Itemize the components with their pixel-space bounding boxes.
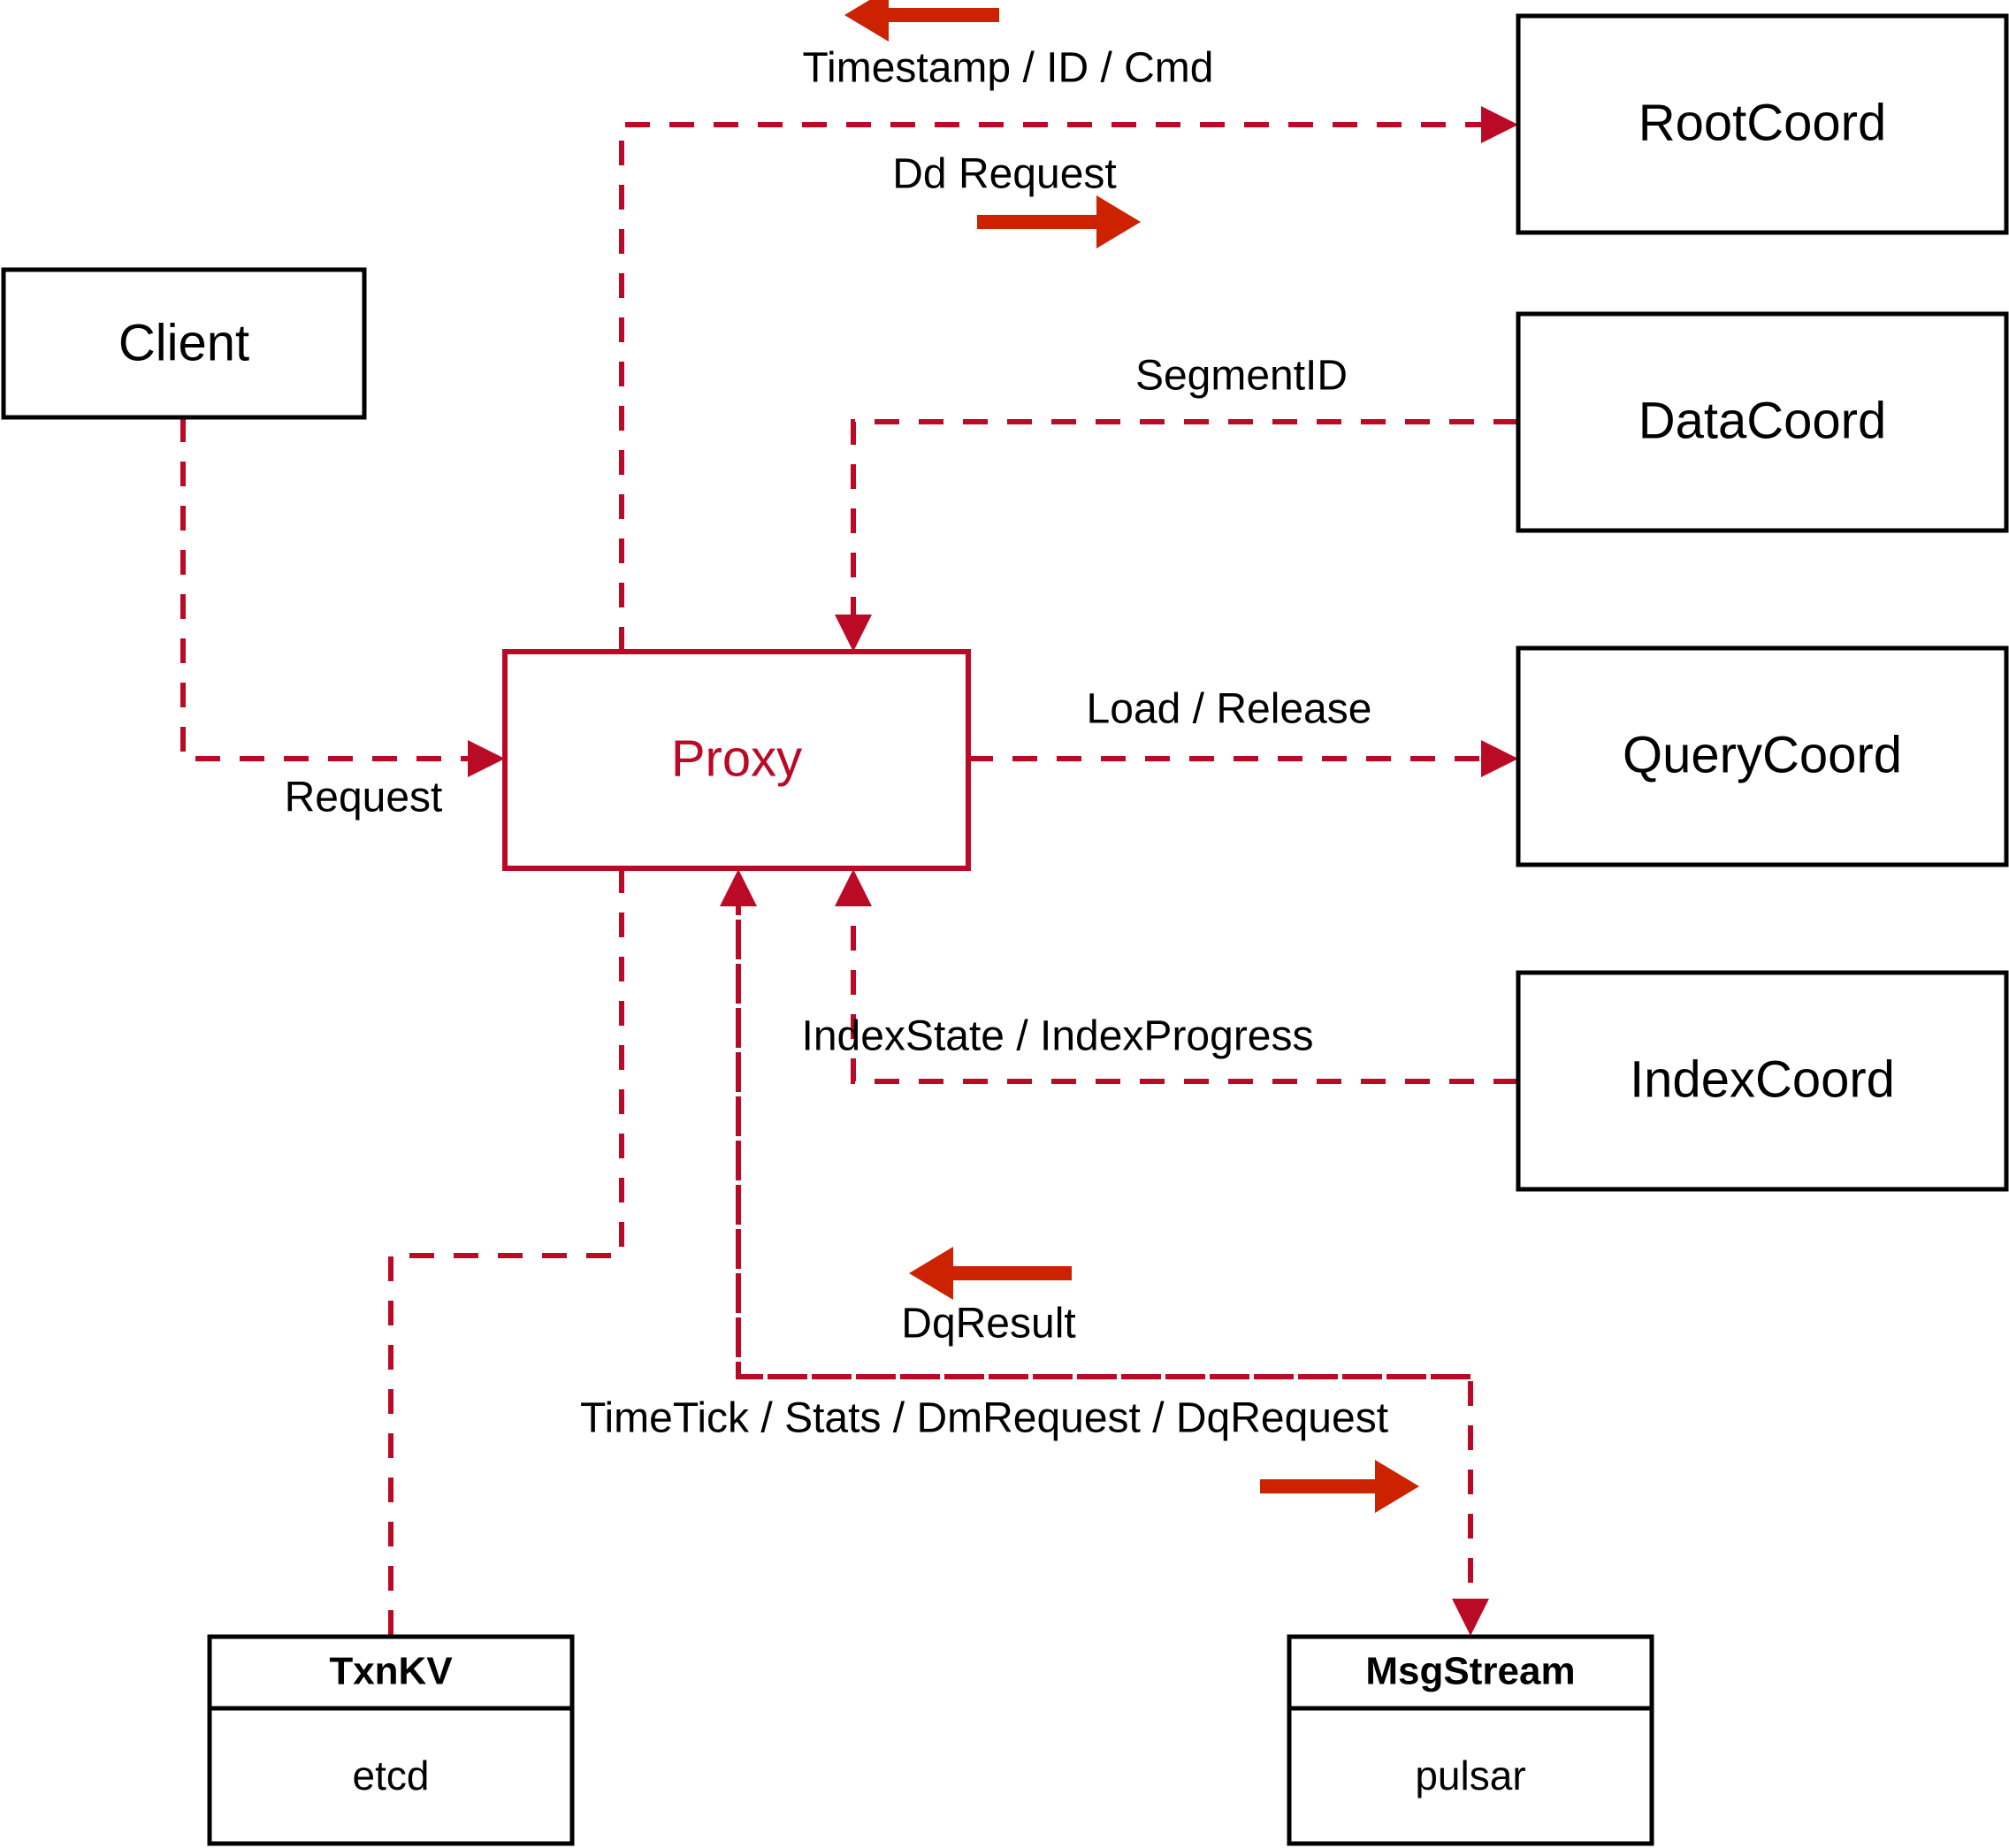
node-proxy[interactable]: Proxy [502, 649, 971, 871]
node-txnkv[interactable]: TxnKV etcd [207, 1634, 575, 1846]
node-datacoord[interactable]: DataCoord [1516, 311, 2009, 533]
edge-label-load-release: Load / Release [1087, 686, 1372, 733]
edge-label-segment-id: SegmentID [1135, 353, 1348, 400]
node-proxy-label: Proxy [671, 729, 802, 787]
node-indexcoord-label: IndexCoord [1630, 1050, 1895, 1108]
edge-index-state [835, 869, 1518, 1084]
edge-label-dd-request: Dd Request [892, 151, 1116, 198]
edge-dq-result [720, 869, 1470, 1379]
node-client[interactable]: Client [1, 267, 367, 420]
edge-label-request: Request [285, 775, 443, 821]
edge-txnkv-link [388, 868, 624, 1637]
edge-label-timetick-stats: TimeTick / Stats / DmRequest / DqRequest [580, 1395, 1388, 1442]
node-datacoord-label: DataCoord [1639, 392, 1886, 449]
edge-label-timestamp-id-cmd: Timestamp / ID / Cmd [803, 45, 1214, 92]
node-msgstream-label: MsgStream [1365, 1650, 1575, 1693]
flow-arrow-timetick-right [1260, 1460, 1419, 1513]
node-msgstream-sublabel: pulsar [1415, 1753, 1525, 1798]
node-txnkv-sublabel: etcd [353, 1753, 430, 1798]
edge-timetick-stats [736, 875, 1489, 1636]
edge-request [180, 417, 505, 777]
node-querycoord-label: QueryCoord [1623, 726, 1902, 783]
edge-dd-request [619, 106, 1518, 652]
node-indexcoord[interactable]: IndexCoord [1516, 970, 2009, 1192]
node-msgstream[interactable]: MsgStream pulsar [1287, 1634, 1654, 1846]
node-rootcoord[interactable]: RootCoord [1516, 13, 2009, 235]
edge-segment-id [835, 419, 1518, 652]
flow-arrow-dd-request-right [977, 195, 1141, 248]
edge-label-dq-result: DqResult [901, 1301, 1075, 1348]
node-client-label: Client [118, 314, 249, 371]
flow-arrow-timestamp-left [844, 0, 999, 42]
edge-label-index-state: IndexState / IndexProgress [802, 1013, 1314, 1060]
node-rootcoord-label: RootCoord [1639, 94, 1886, 151]
flow-arrow-dq-result-left [909, 1247, 1072, 1300]
node-querycoord[interactable]: QueryCoord [1516, 645, 2009, 867]
node-txnkv-label: TxnKV [329, 1650, 453, 1693]
